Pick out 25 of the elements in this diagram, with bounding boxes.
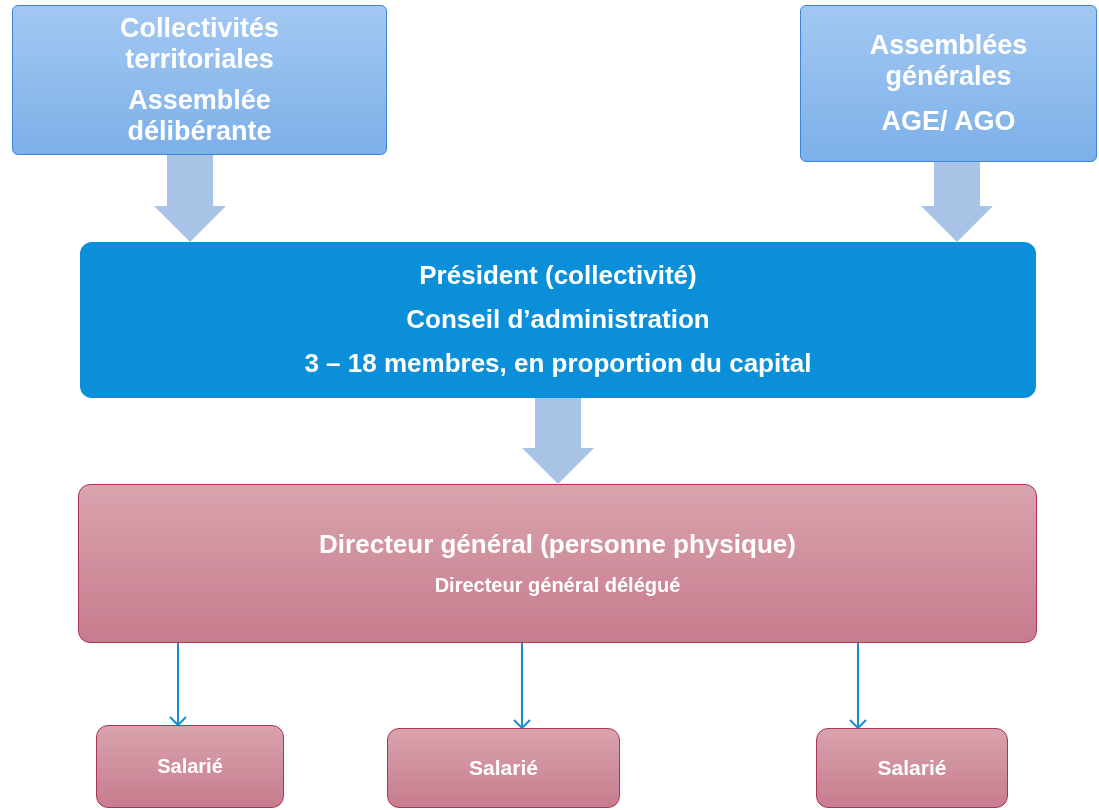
node-text: AGE/ AGO [881,106,1016,138]
employee-box [816,728,1008,808]
block-arrow [522,398,594,484]
node-title: Salarié [157,755,223,778]
board-box [80,242,1036,398]
node-text: Assemblée délibérante [126,85,273,148]
node-text: Conseil d’administration [406,305,710,335]
arrow [169,642,187,726]
node-text: 3 – 18 membres, en proportion du capital [304,348,812,379]
node-title: Assemblées générales [868,29,1029,92]
node-title: Président (collectivité) [419,261,697,292]
body-box [800,5,1097,162]
employee-box [387,728,620,808]
node-title: Collectivités territoriales [118,12,281,75]
node-title: Directeur général (personne physique) [319,530,796,560]
node-title: Salarié [877,755,947,781]
node-title: Salarié [469,755,538,781]
body-box [12,5,387,155]
node-text: Directeur général délégué [434,573,681,597]
block-arrow [921,162,993,242]
management-box [78,484,1037,643]
arrow [849,642,867,729]
arrow [513,642,531,729]
employee-box [96,725,284,808]
block-arrow [154,155,226,242]
